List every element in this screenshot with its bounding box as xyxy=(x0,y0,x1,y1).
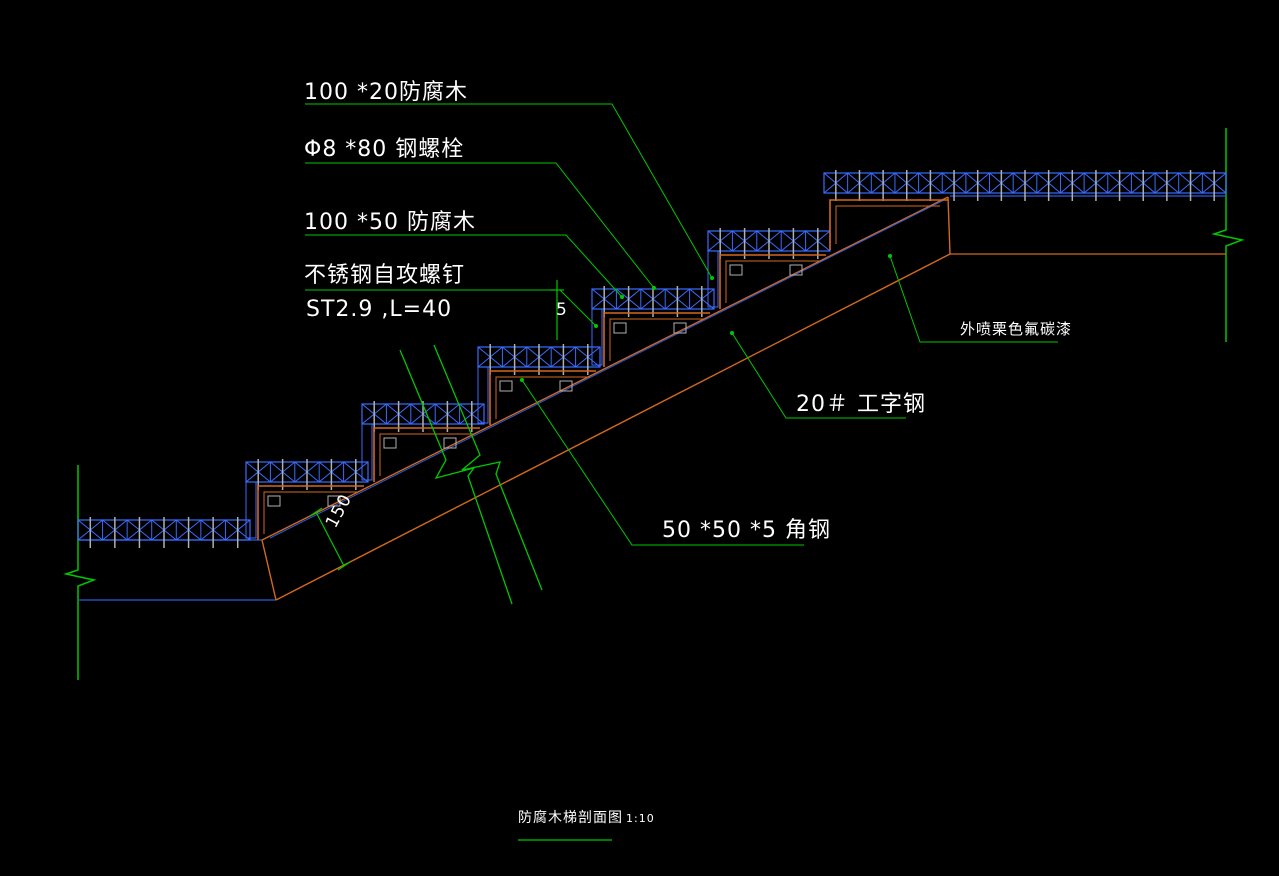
landing-angle-steel xyxy=(829,199,948,250)
screw-mark xyxy=(673,322,687,334)
angle-steel-inner xyxy=(609,318,704,361)
angle-steel-bracket xyxy=(373,427,480,482)
label-screw-line2: ST2.9 ,L=40 xyxy=(306,297,453,322)
floor-decking xyxy=(77,517,251,548)
drawing-scale: 1:10 xyxy=(626,812,655,825)
upper-floor-slab xyxy=(950,195,1226,255)
dimension-150 xyxy=(309,507,351,571)
tread-decking xyxy=(245,459,369,490)
screw-mark xyxy=(559,380,573,392)
label-dim-5: 5 xyxy=(556,300,568,320)
screw-mark xyxy=(789,264,803,276)
i-beam-stringer xyxy=(261,196,951,601)
floor-decking-strip xyxy=(77,517,251,548)
riser-board xyxy=(591,308,603,366)
section-break-lines xyxy=(399,344,543,605)
lower-floor-slab xyxy=(78,539,276,601)
label-angle-steel: 50 *50 *5 角钢 xyxy=(662,518,831,543)
label-screw-line1: 不锈钢自攻螺钉 xyxy=(304,263,466,288)
angle-steel-inner xyxy=(495,376,590,419)
landing-decking-strip xyxy=(823,170,1227,201)
screw-mark xyxy=(613,322,627,334)
right-wall-break-line xyxy=(1211,128,1245,342)
angle-steel-inner xyxy=(725,260,820,303)
stair-step-5 xyxy=(707,228,831,309)
label-i-beam: 20＃ 工字钢 xyxy=(796,392,926,417)
angle-steel-bracket xyxy=(489,370,596,425)
label-wood-100x50: 100 *50 防腐木 xyxy=(304,210,476,235)
tread-decking xyxy=(707,228,831,259)
landing-angle-inner xyxy=(835,205,940,244)
stair-step-1 xyxy=(245,459,369,540)
angle-steel-bracket xyxy=(719,254,826,309)
screw-mark xyxy=(499,380,513,392)
angle-steel-bracket xyxy=(603,312,710,367)
angle-steel-bracket xyxy=(257,485,364,540)
stair-steps xyxy=(245,228,831,540)
drawing-title: 防腐木梯剖面图 xyxy=(518,810,623,826)
riser-board xyxy=(477,366,489,424)
label-paint: 外喷栗色氟碳漆 xyxy=(960,320,1073,338)
screw-mark xyxy=(383,437,397,449)
label-bolt: Φ8 *80 钢螺栓 xyxy=(304,137,465,162)
riser-board xyxy=(245,481,257,539)
landing-decking xyxy=(823,170,1227,250)
screw-mark xyxy=(327,495,341,507)
riser-board xyxy=(361,423,373,481)
angle-steel-inner xyxy=(379,433,474,476)
screw-mark xyxy=(267,495,281,507)
stair-step-3 xyxy=(477,344,601,425)
riser-board xyxy=(707,250,719,308)
tread-decking xyxy=(477,344,601,375)
angle-steel-inner xyxy=(263,491,358,534)
screw-mark xyxy=(443,437,457,449)
left-wall-break-line xyxy=(63,465,97,680)
stair-step-4 xyxy=(591,286,715,367)
screw-mark xyxy=(729,264,743,276)
leader-dots xyxy=(520,254,892,382)
label-wood-100x20: 100 *20防腐木 xyxy=(304,80,468,105)
leader-lines xyxy=(305,103,1058,546)
